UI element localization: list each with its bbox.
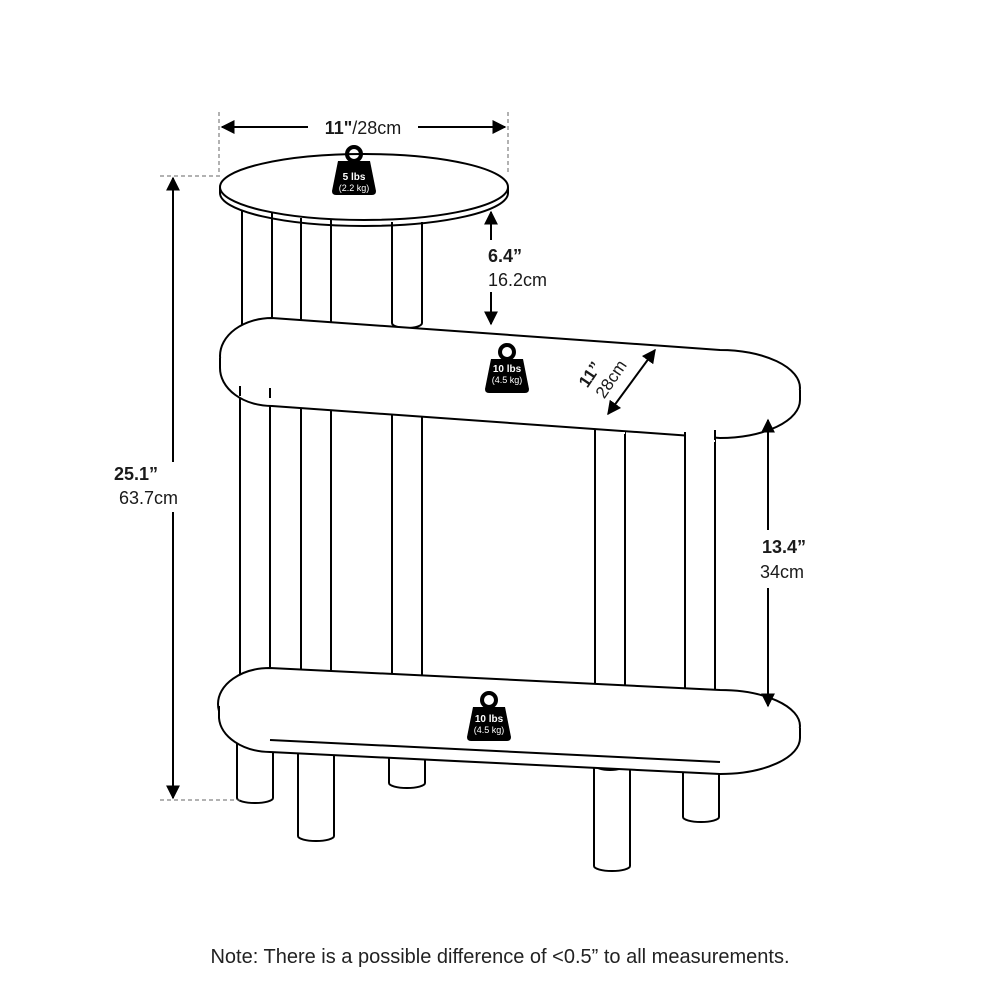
svg-text:(4.5 kg): (4.5 kg) <box>474 725 505 735</box>
svg-text:10 lbs: 10 lbs <box>475 714 504 725</box>
middle-gap-metric: 16.2cm <box>488 270 547 290</box>
svg-text:(4.5 kg): (4.5 kg) <box>492 375 523 385</box>
weight-badge-top: 5 lbs (2.2 kg) <box>330 145 378 197</box>
lower-gap-imperial: 13.4” <box>762 537 806 557</box>
shelf-diagram: 11"/28cm 6.4” 16.2cm 25.1” 63.7cm 13.4” … <box>114 112 806 872</box>
svg-text:10 lbs: 10 lbs <box>493 364 522 375</box>
svg-text:(2.2 kg): (2.2 kg) <box>339 183 370 193</box>
measurement-note: Note: There is a possible difference of … <box>210 946 790 968</box>
middle-gap-imperial: 6.4” <box>488 246 522 266</box>
top-width-label: 11"/28cm <box>325 118 402 138</box>
lower-gap-metric: 34cm <box>760 562 804 582</box>
lower-posts <box>239 380 716 771</box>
weight-badge-middle: 10 lbs (4.5 kg) <box>483 343 531 395</box>
svg-text:5 lbs: 5 lbs <box>343 172 366 183</box>
total-height-imperial: 25.1” <box>114 464 158 484</box>
dimension-arrows <box>166 120 775 800</box>
extension-lines <box>160 112 509 801</box>
bottom-legs <box>236 735 720 872</box>
weight-badge-bottom: 10 lbs (4.5 kg) <box>465 691 513 743</box>
total-height-metric: 63.7cm <box>119 488 178 508</box>
